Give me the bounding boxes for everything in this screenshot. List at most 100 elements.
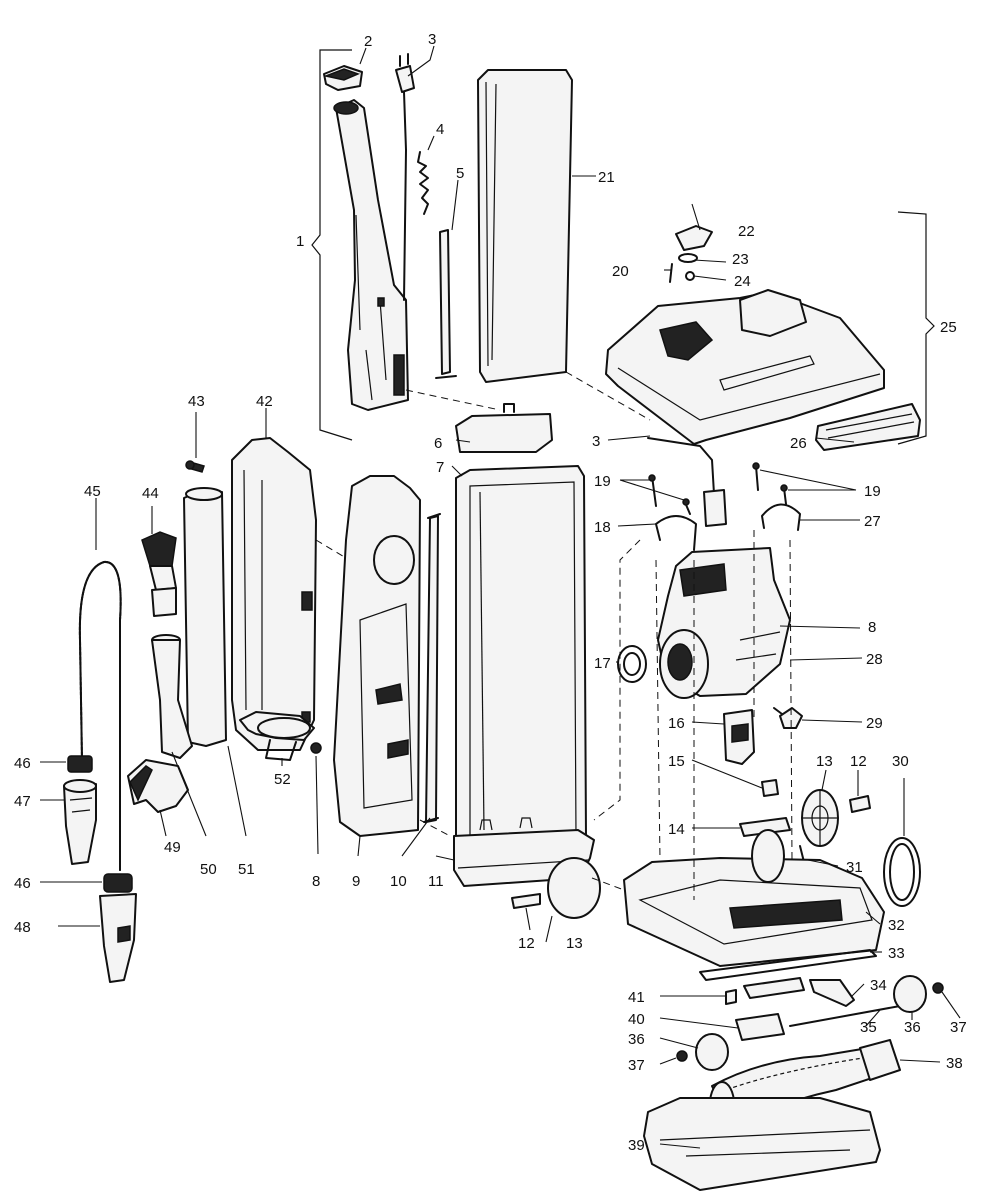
callout-19-left: 19: [594, 473, 611, 490]
callout-7: 7: [436, 459, 444, 476]
callout-45: 45: [84, 483, 101, 500]
part-15-block: [761, 779, 779, 797]
assembly-line-1: [315, 539, 347, 559]
part-44-dusting-brush: [141, 531, 177, 617]
part-42-back-cover: [231, 437, 317, 751]
callout-36-right: 36: [904, 1019, 921, 1036]
callout-1: 1: [296, 233, 304, 250]
callout-8-right: 8: [868, 619, 876, 636]
part-1-handle-tube: [333, 99, 409, 411]
callout-37-right: 37: [950, 1019, 967, 1036]
callout-28: 28: [866, 651, 883, 668]
callout-51: 51: [238, 861, 255, 878]
part-28-motor: [657, 547, 791, 699]
part-19-screw-right: [752, 462, 788, 505]
part-29-light-bulb: [773, 707, 803, 729]
part-17-gasket: [617, 645, 647, 683]
part-4-spring: [417, 151, 429, 215]
part-47-hose-connector: [63, 779, 97, 865]
part-52-hose-holder: [239, 711, 315, 761]
assembly-line-5: [655, 559, 661, 861]
callout-49: 49: [164, 839, 181, 856]
part-37-nut-right: [932, 982, 944, 994]
part-8-screw-left: [310, 742, 322, 754]
handle-assembly-bracket: [311, 49, 353, 441]
callout-10: 10: [390, 873, 407, 890]
callout-39: 39: [628, 1137, 645, 1154]
callout-13-right: 13: [816, 753, 833, 770]
part-18-bracket: [655, 515, 697, 551]
callout-26: 26: [790, 435, 807, 452]
callout-9: 9: [352, 873, 360, 890]
leader-lines: [40, 45, 961, 1149]
part-9-main-body: [333, 475, 421, 837]
part-3-motor-cord: [647, 437, 727, 527]
part-34-lever: [743, 977, 855, 1007]
assembly-line-4: [593, 539, 641, 821]
callout-46-lower: 46: [14, 875, 31, 892]
part-10-side-strip: [423, 513, 441, 823]
callout-24: 24: [734, 273, 751, 290]
callout-44: 44: [142, 485, 159, 502]
callout-38: 38: [946, 1055, 963, 1072]
part-26-front-grille: [815, 403, 921, 451]
callout-5: 5: [456, 165, 464, 182]
part-19-screw-left: [648, 474, 691, 515]
callout-37-left: 37: [628, 1057, 645, 1074]
callout-17: 17: [594, 655, 611, 672]
callout-52: 52: [274, 771, 291, 788]
callout-8-left: 8: [312, 873, 320, 890]
part-46-hose-cuff-upper: [67, 755, 93, 773]
callout-50: 50: [200, 861, 217, 878]
part-25-motor-hood: [605, 289, 885, 445]
part-6-top-cap: [455, 403, 553, 453]
callout-25: 25: [940, 319, 957, 336]
callout-41: 41: [628, 989, 645, 1006]
callout-20: 20: [612, 263, 629, 280]
callout-21: 21: [598, 169, 615, 186]
part-13-wheel-right: [801, 789, 839, 847]
part-36-end-cap-right: [893, 975, 927, 1013]
callout-18: 18: [594, 519, 611, 536]
part-7-bag-housing: [455, 465, 587, 853]
assembly-line-3: [591, 877, 625, 891]
callout-33: 33: [888, 945, 905, 962]
callout-31: 31: [846, 859, 863, 876]
part-41-tab: [725, 989, 737, 1005]
callout-30: 30: [892, 753, 909, 770]
callout-4: 4: [436, 121, 444, 138]
part-3-power-cord: [395, 53, 415, 301]
callout-48: 48: [14, 919, 31, 936]
motor-hood-brace: [897, 211, 935, 445]
callout-16: 16: [668, 715, 685, 732]
part-20-switch-spring: [669, 263, 673, 283]
part-35-rod: [789, 1005, 901, 1027]
part-5-rod: [435, 229, 457, 379]
callout-40: 40: [628, 1011, 645, 1028]
callout-3-cord: 3: [592, 433, 600, 450]
part-37-nut-left: [676, 1050, 688, 1062]
part-14-plate: [739, 817, 791, 837]
part-12-axle-left: [511, 893, 541, 909]
part-36-end-cap-left: [695, 1033, 729, 1071]
part-51-extension-wand: [183, 487, 227, 747]
assembly-line-8: [789, 539, 793, 861]
callout-22: 22: [738, 223, 755, 240]
callout-14: 14: [668, 821, 685, 838]
callout-23: 23: [732, 251, 749, 268]
callout-13-left: 13: [566, 935, 583, 952]
callout-3: 3: [428, 31, 436, 48]
callout-15: 15: [668, 753, 685, 770]
callout-34: 34: [870, 977, 887, 994]
callout-19-right: 19: [864, 483, 881, 500]
part-33-bottom-edge: [699, 949, 877, 981]
part-22-switch-button: [675, 225, 713, 251]
callout-46-upper: 46: [14, 755, 31, 772]
assembly-line-2: [419, 819, 451, 837]
part-27-bracket: [761, 503, 801, 531]
part-12-axle-right: [849, 795, 871, 813]
part-13-wheel-left: [547, 857, 601, 919]
callout-12-right: 12: [850, 753, 867, 770]
part-46-hose-cuff-lower: [103, 873, 133, 893]
